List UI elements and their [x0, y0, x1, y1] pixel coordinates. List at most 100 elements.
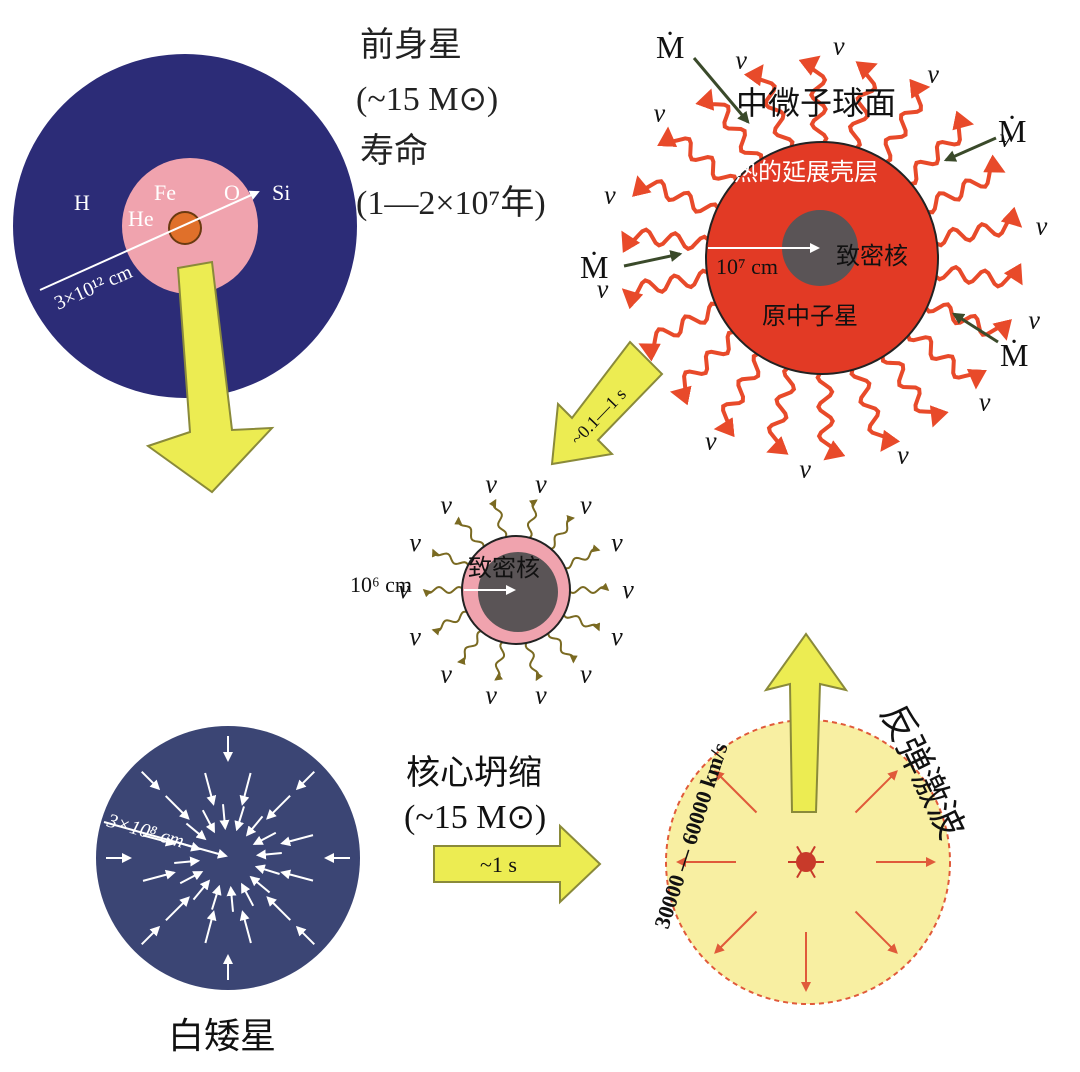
infall-arrow	[185, 822, 207, 841]
neutrino-ray	[815, 368, 846, 461]
pns-radius-label: 10⁷ cm	[716, 254, 778, 279]
compact-neutrino-label: v	[440, 491, 452, 520]
evolution-arrow	[145, 260, 275, 494]
accretion-label-2: Ṁ	[998, 113, 1026, 149]
compact-neutrino-ray	[548, 514, 575, 551]
neutrino-ray	[632, 175, 722, 215]
layer-h: H	[74, 190, 90, 215]
compact-neutrino-label: v	[535, 680, 547, 709]
infall-arrow	[234, 806, 245, 832]
infall-arrow	[255, 849, 282, 860]
neutrino-label: v	[705, 427, 717, 456]
infall-arrow	[241, 882, 255, 907]
neutrino-ray	[621, 227, 713, 253]
compact-neutrino-label: v	[485, 470, 497, 499]
compact-neutrino-ray	[422, 585, 465, 598]
neutrino-label: v	[1028, 306, 1040, 335]
compact-radius-label: 10⁶ cm	[350, 572, 412, 597]
infall-arrow	[140, 770, 161, 791]
neutrino-ray	[921, 154, 1006, 215]
infall-arrow	[266, 794, 291, 820]
compact-neutrino-label: v	[398, 575, 410, 604]
neutrino-label: v	[597, 274, 609, 303]
accretion-label-4: Ṁ	[1000, 337, 1028, 373]
compact-neutrino-ray	[431, 610, 470, 636]
compact-neutrino-label: v	[580, 659, 592, 688]
infall-arrow	[192, 879, 211, 901]
compact-neutrino-ray	[524, 640, 544, 682]
shock-arrow	[714, 910, 758, 954]
neutrino-label: v	[979, 387, 991, 416]
neutrino-ray	[657, 126, 739, 187]
wd-radius-line	[103, 821, 228, 859]
shock-center	[796, 852, 816, 872]
neutrino-ray	[847, 61, 878, 152]
infall-arrow	[142, 869, 176, 882]
compact-neutrino-label: v	[535, 470, 547, 499]
progenitor-title: 前身星	[360, 25, 462, 65]
compact-neutrino-label: v	[409, 528, 421, 557]
lifetime-label: 寿命	[360, 131, 428, 171]
dense-core-label: 致密核	[836, 242, 908, 270]
infall-arrow	[239, 772, 252, 806]
white-dwarf: 3×10⁸ cm 白矮星	[96, 726, 360, 1057]
collapse-arrow: 核心坍缩 (~15 M⊙) ~1 s	[404, 753, 602, 905]
neutrino-ray	[931, 263, 1023, 289]
infall-arrow	[254, 864, 280, 875]
infall-arrow	[239, 910, 252, 944]
accretion-label-3: Ṁ	[580, 249, 608, 285]
compact-neutrino-ray	[454, 516, 485, 550]
compact-neutrino-ray	[561, 612, 601, 632]
infall-arrow	[249, 875, 271, 894]
neutrino-label: v	[1036, 212, 1048, 241]
infall-arrow	[295, 925, 316, 946]
neutrino-label: v	[654, 99, 666, 128]
compact-dense-core	[478, 552, 558, 632]
neutrinosphere-label: 中微子球面	[736, 84, 896, 122]
collapse-title: 核心坍缩	[406, 753, 542, 793]
neutrino-ray	[905, 329, 987, 390]
compact-neutrino-label: v	[440, 659, 452, 688]
protoneutron-star: 10⁷ cm 中微子球面 热的延展壳层 致密核 原中子星 Ṁ Ṁ Ṁ Ṁ vvv…	[580, 29, 1048, 483]
shock-arrow	[854, 770, 898, 814]
collapse-mass: (~15 M⊙)	[404, 799, 546, 836]
neutrino-ray	[904, 110, 975, 186]
compact-neutrino-ray	[547, 630, 578, 664]
infall-arrow	[142, 834, 176, 847]
compact-neutrino-label: v	[485, 680, 497, 709]
neutrino-ray	[798, 55, 829, 148]
infall-arrow	[174, 856, 201, 867]
compact-core-label: 致密核	[468, 554, 540, 582]
neutrino-ray	[849, 363, 901, 452]
infall-arrow	[219, 804, 230, 831]
infall-arrow	[226, 885, 237, 912]
infall-arrow	[280, 869, 314, 882]
infall-arrow	[140, 925, 161, 946]
shock-arrow	[854, 910, 898, 954]
compact-neutrino-ray	[431, 548, 471, 568]
white-dwarf-name: 白矮星	[168, 1016, 276, 1057]
layer-he: He	[128, 206, 154, 231]
accretion-arrows	[623, 57, 999, 344]
radius-line	[39, 190, 260, 291]
hot-mantle-label: 热的延展壳层	[734, 158, 878, 186]
neutrino-label: v	[604, 180, 616, 209]
neutrino-ray	[713, 351, 764, 438]
compact-neutrino-ray	[562, 544, 601, 570]
neutrino-ray	[695, 88, 764, 166]
neutrino-label: v	[833, 32, 845, 61]
iron-core	[168, 211, 202, 245]
neutrino-ray	[766, 364, 797, 455]
compact-neutrino-label: v	[622, 575, 634, 604]
neutrino-ray	[669, 330, 740, 406]
explosion-arrow	[763, 632, 849, 813]
compact-neutrino-label: v	[409, 622, 421, 651]
layer-fe: Fe	[154, 180, 176, 205]
collapse-time: ~1 s	[480, 852, 517, 877]
compact-neutrino-ray	[567, 582, 610, 595]
layer-si: Si	[272, 180, 290, 205]
transition-arrow: ~0.1—1 s	[550, 340, 664, 466]
compact-neutrino-ray	[527, 499, 538, 541]
